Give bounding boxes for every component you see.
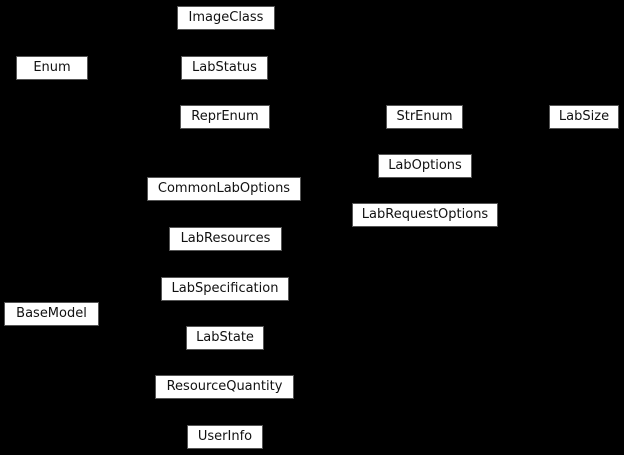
class-node-basemodel[interactable]: BaseModel [4, 302, 99, 326]
class-node-commonlaboptions[interactable]: CommonLabOptions [147, 177, 301, 201]
class-node-userinfo[interactable]: UserInfo [187, 425, 263, 449]
class-node-enum[interactable]: Enum [16, 56, 88, 80]
class-node-laboptions[interactable]: LabOptions [378, 154, 472, 178]
class-node-resourcequantity[interactable]: ResourceQuantity [155, 375, 294, 399]
class-node-labresources[interactable]: LabResources [169, 227, 282, 251]
class-node-labstate[interactable]: LabState [186, 326, 264, 350]
class-node-labstatus[interactable]: LabStatus [181, 56, 268, 80]
class-node-labspecification[interactable]: LabSpecification [161, 277, 289, 301]
class-node-imageclass[interactable]: ImageClass [177, 6, 275, 30]
class-node-labrequestoptions[interactable]: LabRequestOptions [352, 203, 498, 227]
class-node-labsize[interactable]: LabSize [549, 105, 619, 129]
class-node-reprenum[interactable]: ReprEnum [180, 105, 270, 129]
class-node-strenum[interactable]: StrEnum [386, 105, 463, 129]
